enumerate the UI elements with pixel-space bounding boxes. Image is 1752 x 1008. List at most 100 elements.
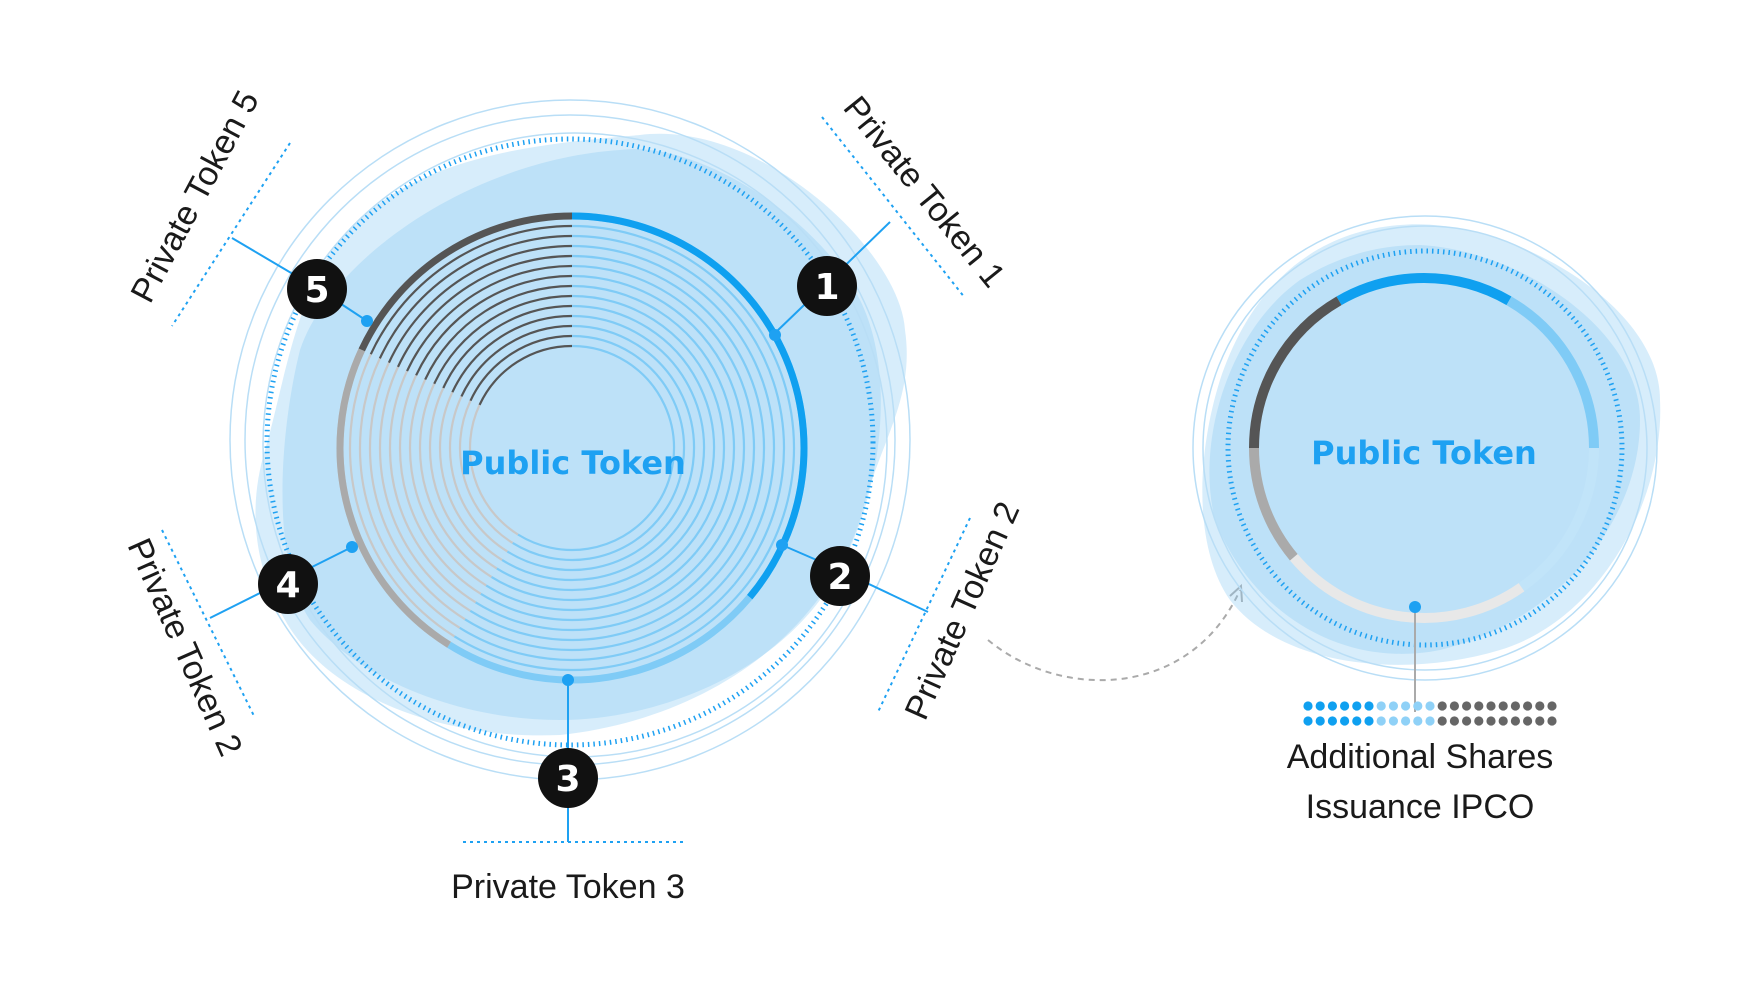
left-ring-segment-darkgray bbox=[396, 254, 573, 368]
caption-line-1: Additional Shares bbox=[1287, 738, 1554, 776]
left-outer-blue-arc bbox=[571, 212, 808, 600]
share-dot bbox=[1327, 716, 1337, 726]
left-ring-segment-lightgray bbox=[438, 391, 503, 561]
left-blob-background bbox=[255, 133, 907, 736]
left-ring-segment-lightblue bbox=[480, 557, 705, 622]
left-public-token-diagram: Public Token 1 2 3 4 5 Private Token 1 P… bbox=[120, 85, 1028, 906]
left-ring-segment-blue bbox=[571, 294, 726, 547]
left-ring-segment-darkgray bbox=[433, 294, 573, 385]
right-outer-rings bbox=[1192, 215, 1658, 681]
left-ring-segment-lightgray bbox=[358, 357, 461, 629]
share-dot bbox=[1437, 716, 1447, 726]
token-badge-3-number: 3 bbox=[555, 759, 580, 800]
left-ring-segment-lightgray bbox=[418, 383, 493, 578]
share-dot bbox=[1401, 716, 1411, 726]
share-dot bbox=[1437, 701, 1447, 711]
left-ring-segment-lightgray bbox=[428, 387, 498, 570]
left-concentric-rings bbox=[336, 212, 808, 684]
left-connector-dots bbox=[346, 315, 788, 686]
share-dot bbox=[1388, 701, 1398, 711]
token-badge-4-number: 4 bbox=[275, 565, 300, 606]
share-dot bbox=[1449, 716, 1459, 726]
left-ring-segment-blue bbox=[571, 234, 786, 585]
left-ring-segment-blue bbox=[571, 254, 766, 573]
token-badge-3[interactable]: 3 bbox=[538, 748, 598, 808]
share-dot bbox=[1474, 716, 1484, 726]
share-dot bbox=[1425, 716, 1435, 726]
left-outer-gray-arc bbox=[336, 348, 451, 648]
share-dot bbox=[1523, 701, 1533, 711]
token-badge-2-number: 2 bbox=[827, 557, 852, 598]
left-ring-segment-lightblue bbox=[490, 544, 690, 602]
left-ring-segment-darkgray bbox=[358, 212, 573, 352]
left-ring-segment-darkgray bbox=[442, 304, 573, 389]
left-ring-segment-darkgray bbox=[415, 274, 573, 376]
share-dot bbox=[1364, 701, 1374, 711]
token-badge-1[interactable]: 1 bbox=[797, 256, 857, 316]
left-ring-segment-lightblue bbox=[464, 577, 728, 652]
share-dot bbox=[1327, 701, 1337, 711]
left-ring-segment-lightblue bbox=[496, 538, 682, 592]
token-badge-4[interactable]: 4 bbox=[258, 554, 318, 614]
right-ring-segment-lightblue bbox=[1506, 296, 1599, 449]
left-ring-segment-lightblue bbox=[453, 589, 743, 672]
share-dot bbox=[1535, 716, 1545, 726]
token-label-5: Private Token 5 bbox=[124, 85, 267, 309]
share-dot-grid bbox=[1303, 701, 1557, 726]
left-ring-segment-darkgray bbox=[378, 234, 573, 359]
left-ring-segment-lightblue bbox=[459, 583, 736, 662]
left-ring-segment-lightgray bbox=[468, 404, 519, 536]
left-ring-segment-darkgray bbox=[451, 314, 573, 393]
left-ring-segment-lightgray bbox=[448, 395, 508, 553]
token-badge-5[interactable]: 5 bbox=[287, 259, 347, 319]
share-dot bbox=[1486, 716, 1496, 726]
left-ring-segment-blue bbox=[571, 244, 776, 579]
right-ring-segment-paleblue bbox=[1518, 447, 1599, 592]
left-ring-segment-lightblue bbox=[512, 519, 659, 562]
left-ring-segment-blue bbox=[571, 284, 736, 553]
left-ring-segment-darkgray bbox=[460, 324, 573, 397]
left-ring-segment-blue bbox=[571, 334, 686, 521]
share-dot bbox=[1535, 701, 1545, 711]
left-ring-segment-lightblue bbox=[517, 512, 651, 552]
share-dot bbox=[1376, 716, 1386, 726]
share-dot bbox=[1376, 701, 1386, 711]
left-ring-segment-darkgray bbox=[469, 334, 573, 402]
left-ring-segment-blue bbox=[571, 264, 756, 566]
left-tick-ring bbox=[264, 136, 876, 748]
right-pointer-dot bbox=[1409, 601, 1421, 613]
left-ring-segment-darkgray bbox=[424, 284, 573, 381]
token-badge-1-number: 1 bbox=[814, 267, 839, 308]
share-dot bbox=[1413, 701, 1423, 711]
left-ring-segment-lightblue bbox=[447, 594, 753, 684]
share-dot bbox=[1315, 716, 1325, 726]
right-tick-ring bbox=[1225, 248, 1625, 648]
share-dot bbox=[1352, 701, 1362, 711]
share-dot bbox=[1498, 701, 1508, 711]
left-ring-segment-lightgray bbox=[368, 362, 466, 621]
share-dot bbox=[1547, 716, 1557, 726]
share-dot bbox=[1547, 701, 1557, 711]
share-dot bbox=[1388, 716, 1398, 726]
right-segmented-ring bbox=[1249, 273, 1599, 623]
right-ring-segment-gray bbox=[1249, 447, 1298, 561]
share-dot bbox=[1462, 701, 1472, 711]
left-ring-segment-blue bbox=[571, 324, 696, 528]
left-ring-segment-lightgray bbox=[388, 370, 477, 604]
left-ring-segment-lightgray bbox=[378, 366, 471, 612]
share-dot bbox=[1340, 701, 1350, 711]
left-ring-segment-lightgray bbox=[398, 374, 482, 595]
token-badge-2[interactable]: 2 bbox=[810, 546, 870, 606]
left-ring-segment-lightblue bbox=[485, 551, 697, 612]
left-ring-segment-blue bbox=[571, 224, 796, 592]
share-dot bbox=[1364, 716, 1374, 726]
share-dot bbox=[1303, 716, 1313, 726]
share-dot bbox=[1449, 701, 1459, 711]
left-ring-segment-blue bbox=[571, 344, 676, 515]
right-ring-segment-darkgray bbox=[1249, 296, 1342, 449]
left-ring-segment-darkgray bbox=[406, 264, 573, 372]
share-dot bbox=[1340, 716, 1350, 726]
share-dot bbox=[1498, 716, 1508, 726]
share-dot bbox=[1462, 716, 1472, 726]
